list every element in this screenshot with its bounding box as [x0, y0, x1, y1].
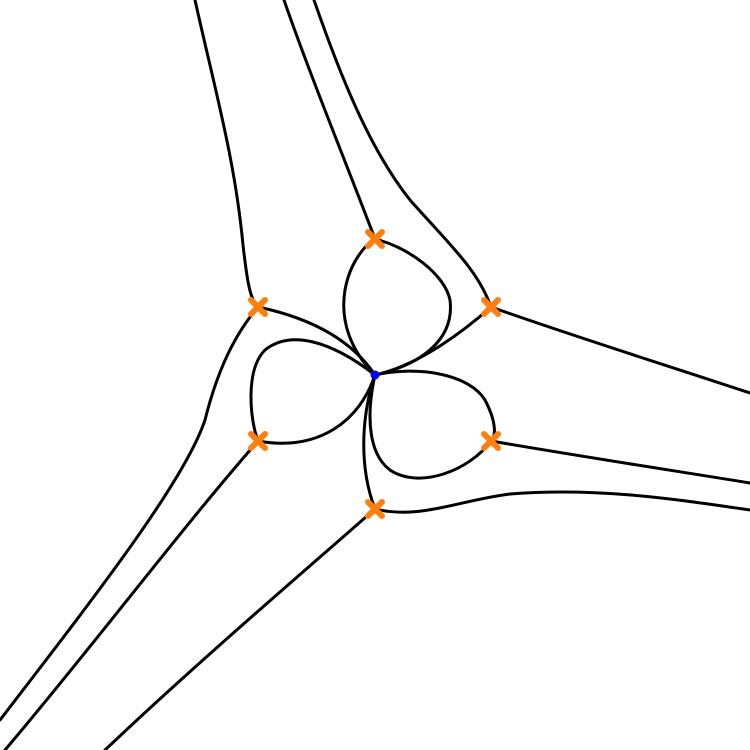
center-point [370, 370, 380, 380]
x-marker-stroke [481, 297, 501, 317]
markers-layer [248, 229, 501, 519]
x-marker-stroke [248, 431, 268, 451]
x-marker-stroke [365, 229, 385, 249]
curve-right-mid-branch [489, 439, 750, 485]
loop-left-petal [249, 305, 377, 445]
curve-right-upper-branch [489, 305, 750, 395]
curve-upper-mid-branch [282, 0, 377, 241]
x-marker [365, 499, 385, 519]
curve-upper-left-branch [193, 0, 260, 309]
x-marker [248, 431, 268, 451]
curve-lower-mid-branch [103, 507, 377, 750]
x-marker-stroke [481, 431, 501, 451]
curve-left-outer-branch [0, 305, 260, 722]
curve-center-to-lower [362, 373, 377, 511]
x-marker-stroke [365, 499, 385, 519]
x-marker [481, 297, 501, 317]
x-marker [365, 229, 385, 249]
curve-right-lower-branch [373, 490, 750, 514]
curve-upper-right-branch [312, 0, 493, 309]
x-marker [248, 297, 268, 317]
loop-upper-petal [342, 237, 452, 377]
curve-lower-left-branch [3, 439, 260, 750]
x-marker-stroke [248, 297, 268, 317]
x-marker [481, 431, 501, 451]
